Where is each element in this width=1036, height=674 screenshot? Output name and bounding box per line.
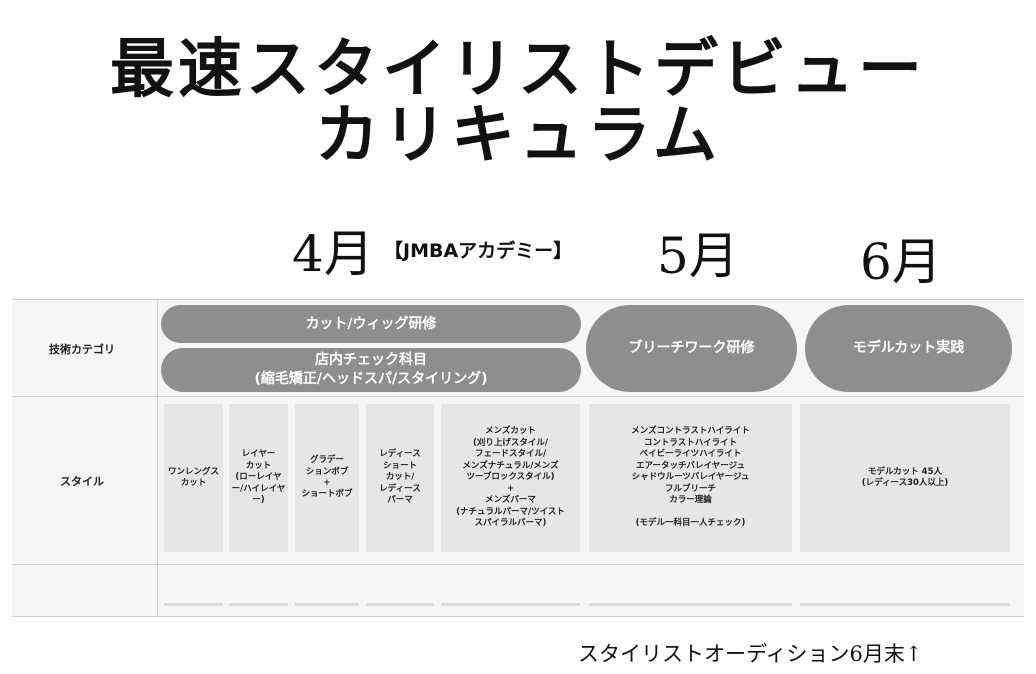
style-cell-ladies-short: レディース ショート カット/ レディース パーマ bbox=[366, 404, 434, 552]
style-cell-mens: メンズカット (刈り上げスタイル/ フェードスタイル/ メンズナチュラル/メンズ… bbox=[441, 404, 580, 552]
skill-in-store-check-line-1: 店内チェック科目 bbox=[315, 352, 427, 369]
stylist-audition-note: スタイリストオーディション6月末↑ bbox=[578, 642, 923, 666]
page-title-line-1: 最速スタイリストデビュー bbox=[110, 32, 926, 107]
skill-model-cut: モデルカット実践 bbox=[805, 305, 1012, 392]
style-cell-model-cut: モデルカット 45人 (レディース30人以上) bbox=[800, 404, 1010, 552]
empty-row-stub bbox=[295, 603, 359, 606]
style-cell-bleach: メンズコントラストハイライト コントラストハイライト ベイビーライツハイライト … bbox=[589, 404, 792, 552]
style-cell-layer: レイヤー カット (ローレイヤ ー/ハイレイヤ ー) bbox=[229, 404, 288, 552]
empty-row-stub bbox=[366, 603, 434, 606]
skill-in-store-check-line-2: (縮毛矯正/ヘッドスパ/スタイリング) bbox=[254, 371, 488, 387]
style-cell-one-length: ワンレングス カット bbox=[164, 404, 223, 552]
table-top-border bbox=[12, 299, 1024, 300]
page-title-line-2: カリキュラム bbox=[314, 98, 722, 173]
row-label-style: スタイル bbox=[60, 475, 104, 488]
skill-bleach-work: ブリーチワーク研修 bbox=[586, 305, 797, 392]
table-bottom-border bbox=[12, 616, 1024, 617]
month-april: 4月 bbox=[292, 225, 374, 283]
style-cell-graduation-bob: グラデー ションボブ + ショートボブ bbox=[295, 404, 359, 552]
column-divider bbox=[157, 299, 158, 617]
month-june: 6月 bbox=[860, 233, 942, 291]
row-label-skill-category: 技術カテゴリ bbox=[49, 343, 115, 356]
row-divider-1 bbox=[12, 396, 1024, 397]
empty-row-stub bbox=[164, 603, 223, 606]
academy-label: 【JMBAアカデミー】 bbox=[384, 240, 573, 262]
empty-row-stub bbox=[589, 603, 792, 606]
skill-cut-wig: カット/ウィッグ研修 bbox=[161, 305, 581, 343]
row-divider-2 bbox=[12, 564, 1024, 565]
month-may: 5月 bbox=[657, 227, 739, 285]
empty-row-stub bbox=[441, 603, 580, 606]
empty-row-stub bbox=[800, 603, 1010, 606]
skill-in-store-check: 店内チェック科目 (縮毛矯正/ヘッドスパ/スタイリング) bbox=[161, 348, 581, 392]
empty-row-stub bbox=[229, 603, 288, 606]
